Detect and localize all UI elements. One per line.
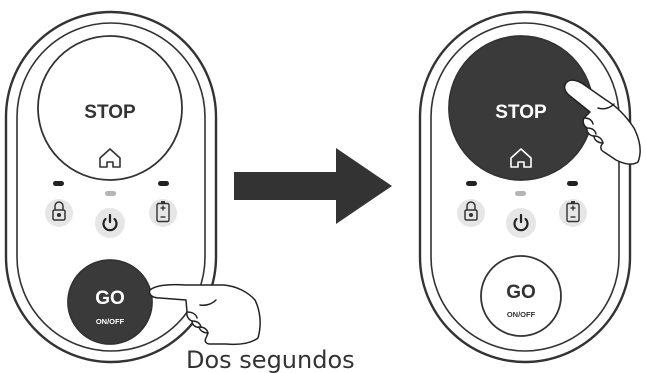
right-stop-label: STOP (495, 102, 547, 123)
right-onoff-label: ON/OFF (507, 310, 536, 319)
right-stop-button[interactable]: STOP (448, 35, 594, 181)
battery-icon (156, 201, 170, 223)
right-lock-indicator (466, 181, 477, 186)
right-power-button (506, 208, 536, 238)
right-remote: STOP (418, 10, 632, 364)
right-battery-indicator (567, 181, 578, 186)
right-arrow-icon (234, 148, 392, 224)
left-power-button (95, 208, 125, 238)
home-icon (510, 148, 532, 168)
left-battery-button (149, 199, 177, 227)
left-lock-button (45, 199, 73, 227)
right-lock-button (457, 199, 485, 227)
caption-text: Dos segundos (186, 346, 355, 373)
right-go-button[interactable]: GO ON/OFF (480, 255, 562, 337)
left-onoff-label: ON/OFF (96, 317, 125, 326)
right-go-label: GO (506, 282, 536, 303)
left-battery-indicator (158, 181, 169, 186)
left-go-label: GO (95, 288, 125, 309)
battery-icon (566, 201, 580, 223)
left-go-button[interactable]: GO ON/OFF (67, 259, 153, 345)
lock-icon (464, 201, 478, 221)
left-pointing-hand-icon (148, 283, 261, 346)
power-icon (102, 213, 118, 232)
left-lock-indicator (53, 181, 64, 186)
lock-icon (52, 201, 66, 221)
home-icon (99, 148, 121, 168)
left-power-indicator (105, 191, 116, 196)
right-battery-button (559, 199, 587, 227)
left-remote: STOP (4, 10, 218, 364)
power-icon (513, 213, 529, 232)
right-pointing-hand-icon (563, 79, 641, 165)
left-stop-button[interactable]: STOP (37, 35, 183, 181)
left-stop-label: STOP (84, 102, 136, 123)
right-power-indicator (515, 191, 526, 196)
